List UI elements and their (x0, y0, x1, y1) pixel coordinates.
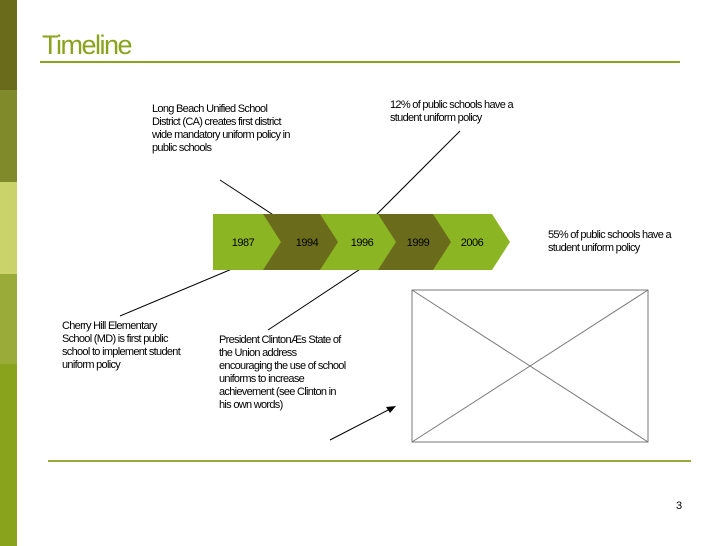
timeline-chevron (433, 214, 510, 270)
sidebar-block (0, 0, 17, 90)
note-long-beach: Long Beach Unified School District (CA) … (152, 103, 290, 154)
sidebar-block (0, 182, 17, 274)
arrow-line (329, 407, 393, 441)
year-label: 1996 (351, 237, 374, 249)
sidebar-block (0, 364, 17, 546)
note-cherry-hill: Cherry Hill Elementary School (MD) is fi… (62, 320, 181, 371)
year-label: 1987 (232, 237, 255, 249)
year-label: 1994 (296, 237, 319, 249)
note-fifty-five-percent: 55% of public schools have a student uni… (548, 229, 672, 254)
year-label: 2006 (461, 237, 484, 249)
timeline-chevron (213, 214, 283, 270)
sidebar-block (0, 90, 17, 182)
connector-line (219, 179, 279, 219)
footer-rule (48, 460, 691, 462)
sidebar-decoration (0, 0, 17, 546)
timeline-chevron (378, 214, 453, 270)
note-clinton: President ClintonÆs State of the Union a… (219, 334, 346, 411)
timeline-chevron (263, 214, 340, 270)
page-title: Timeline (42, 30, 133, 60)
title-underline (40, 61, 680, 63)
connector-line (374, 130, 461, 217)
arrow-head-icon (386, 406, 396, 413)
timeline-chevron (320, 214, 398, 270)
year-label: 1999 (407, 237, 430, 249)
page-number: 3 (676, 500, 683, 512)
note-twelve-percent: 12% of public schools have a student uni… (390, 99, 514, 124)
image-placeholder (411, 289, 649, 443)
sidebar-block (0, 274, 17, 364)
